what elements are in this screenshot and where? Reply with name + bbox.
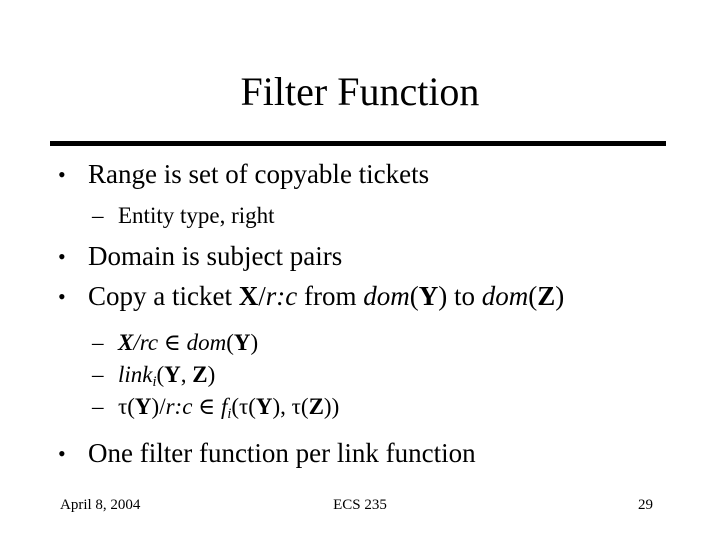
footer-course: ECS 235 bbox=[333, 497, 387, 513]
sub-bullet-item: – Entity type, right bbox=[50, 201, 700, 230]
text-segment: dom bbox=[363, 281, 410, 311]
text-segment: One filter function per link function bbox=[88, 438, 476, 468]
text-segment: Y bbox=[255, 394, 273, 419]
bullet-icon: • bbox=[58, 162, 66, 187]
text-segment: Y bbox=[418, 281, 439, 311]
bullet-item: • Copy a ticket X/r:c from dom(Y) to dom… bbox=[50, 280, 700, 313]
bullet-icon: • bbox=[58, 441, 66, 466]
text-segment: ( bbox=[528, 281, 538, 311]
text-segment: Y bbox=[233, 330, 251, 355]
text-segment: Y bbox=[164, 362, 181, 387]
bullet-icon: • bbox=[58, 284, 66, 309]
bullet-icon: • bbox=[58, 244, 66, 269]
title-divider bbox=[50, 141, 666, 146]
text-segment: r:c bbox=[265, 281, 298, 311]
text-segment: Z bbox=[537, 281, 556, 311]
text-segment: dom bbox=[481, 281, 529, 311]
footer-page-number: 29 bbox=[638, 497, 653, 513]
text-segment: ∈ bbox=[192, 394, 221, 419]
text-segment: ( bbox=[156, 362, 165, 387]
text-segment: )/ bbox=[151, 394, 166, 419]
text-segment: ∈ bbox=[158, 330, 187, 355]
text-segment: Domain is subject pairs bbox=[88, 241, 343, 271]
text-segment: r:c bbox=[165, 394, 193, 419]
text-segment: ) bbox=[207, 362, 216, 387]
footer-date: April 8, 2004 bbox=[60, 497, 141, 513]
text-segment: ) bbox=[250, 330, 259, 355]
bullet-item: • One filter function per link function bbox=[50, 437, 700, 470]
text-segment: / bbox=[258, 281, 266, 311]
text-segment: Entity type, right bbox=[118, 203, 275, 228]
text-segment: i bbox=[152, 373, 157, 390]
text-segment: from bbox=[297, 281, 364, 311]
text-segment: / bbox=[133, 330, 140, 355]
text-segment: ) bbox=[555, 281, 565, 311]
text-segment: ( bbox=[409, 281, 419, 311]
text-segment: , bbox=[180, 362, 193, 387]
text-segment: ) to bbox=[438, 281, 482, 311]
sub-bullet-item: – linki(Y, Z) bbox=[50, 360, 700, 397]
bullet-item: • Range is set of copyable tickets bbox=[50, 158, 700, 191]
dash-icon: – bbox=[92, 330, 104, 355]
slide-title: Filter Function bbox=[240, 69, 480, 114]
text-segment: Copy a ticket bbox=[88, 281, 239, 311]
text-segment: Z bbox=[192, 362, 208, 387]
text-segment: dom bbox=[186, 330, 227, 355]
dash-icon: – bbox=[92, 362, 104, 387]
dash-icon: – bbox=[92, 394, 104, 419]
bullet-item: • Domain is subject pairs bbox=[50, 240, 700, 273]
text-segment: rc bbox=[139, 330, 159, 355]
text-segment: ( bbox=[226, 330, 234, 355]
text-segment: Range is set of copyable tickets bbox=[88, 159, 430, 189]
sub-bullet-item: – τ(Y)/r:c ∈ fi(τ(Y), τ(Z)) bbox=[50, 392, 700, 429]
text-segment: X bbox=[118, 330, 134, 355]
text-segment: f bbox=[220, 394, 228, 419]
text-segment: ), τ( bbox=[272, 394, 309, 419]
text-segment: i bbox=[227, 405, 232, 422]
text-segment: τ( bbox=[118, 394, 135, 419]
dash-icon: – bbox=[92, 203, 104, 228]
text-segment: )) bbox=[323, 394, 340, 419]
sub-bullet-item: – X/rc ∈ dom(Y) bbox=[50, 328, 700, 357]
text-segment: (τ( bbox=[231, 394, 256, 419]
text-segment: X bbox=[238, 281, 259, 311]
text-segment: Z bbox=[308, 394, 324, 419]
text-segment: link bbox=[118, 362, 153, 387]
text-segment: Y bbox=[134, 394, 152, 419]
